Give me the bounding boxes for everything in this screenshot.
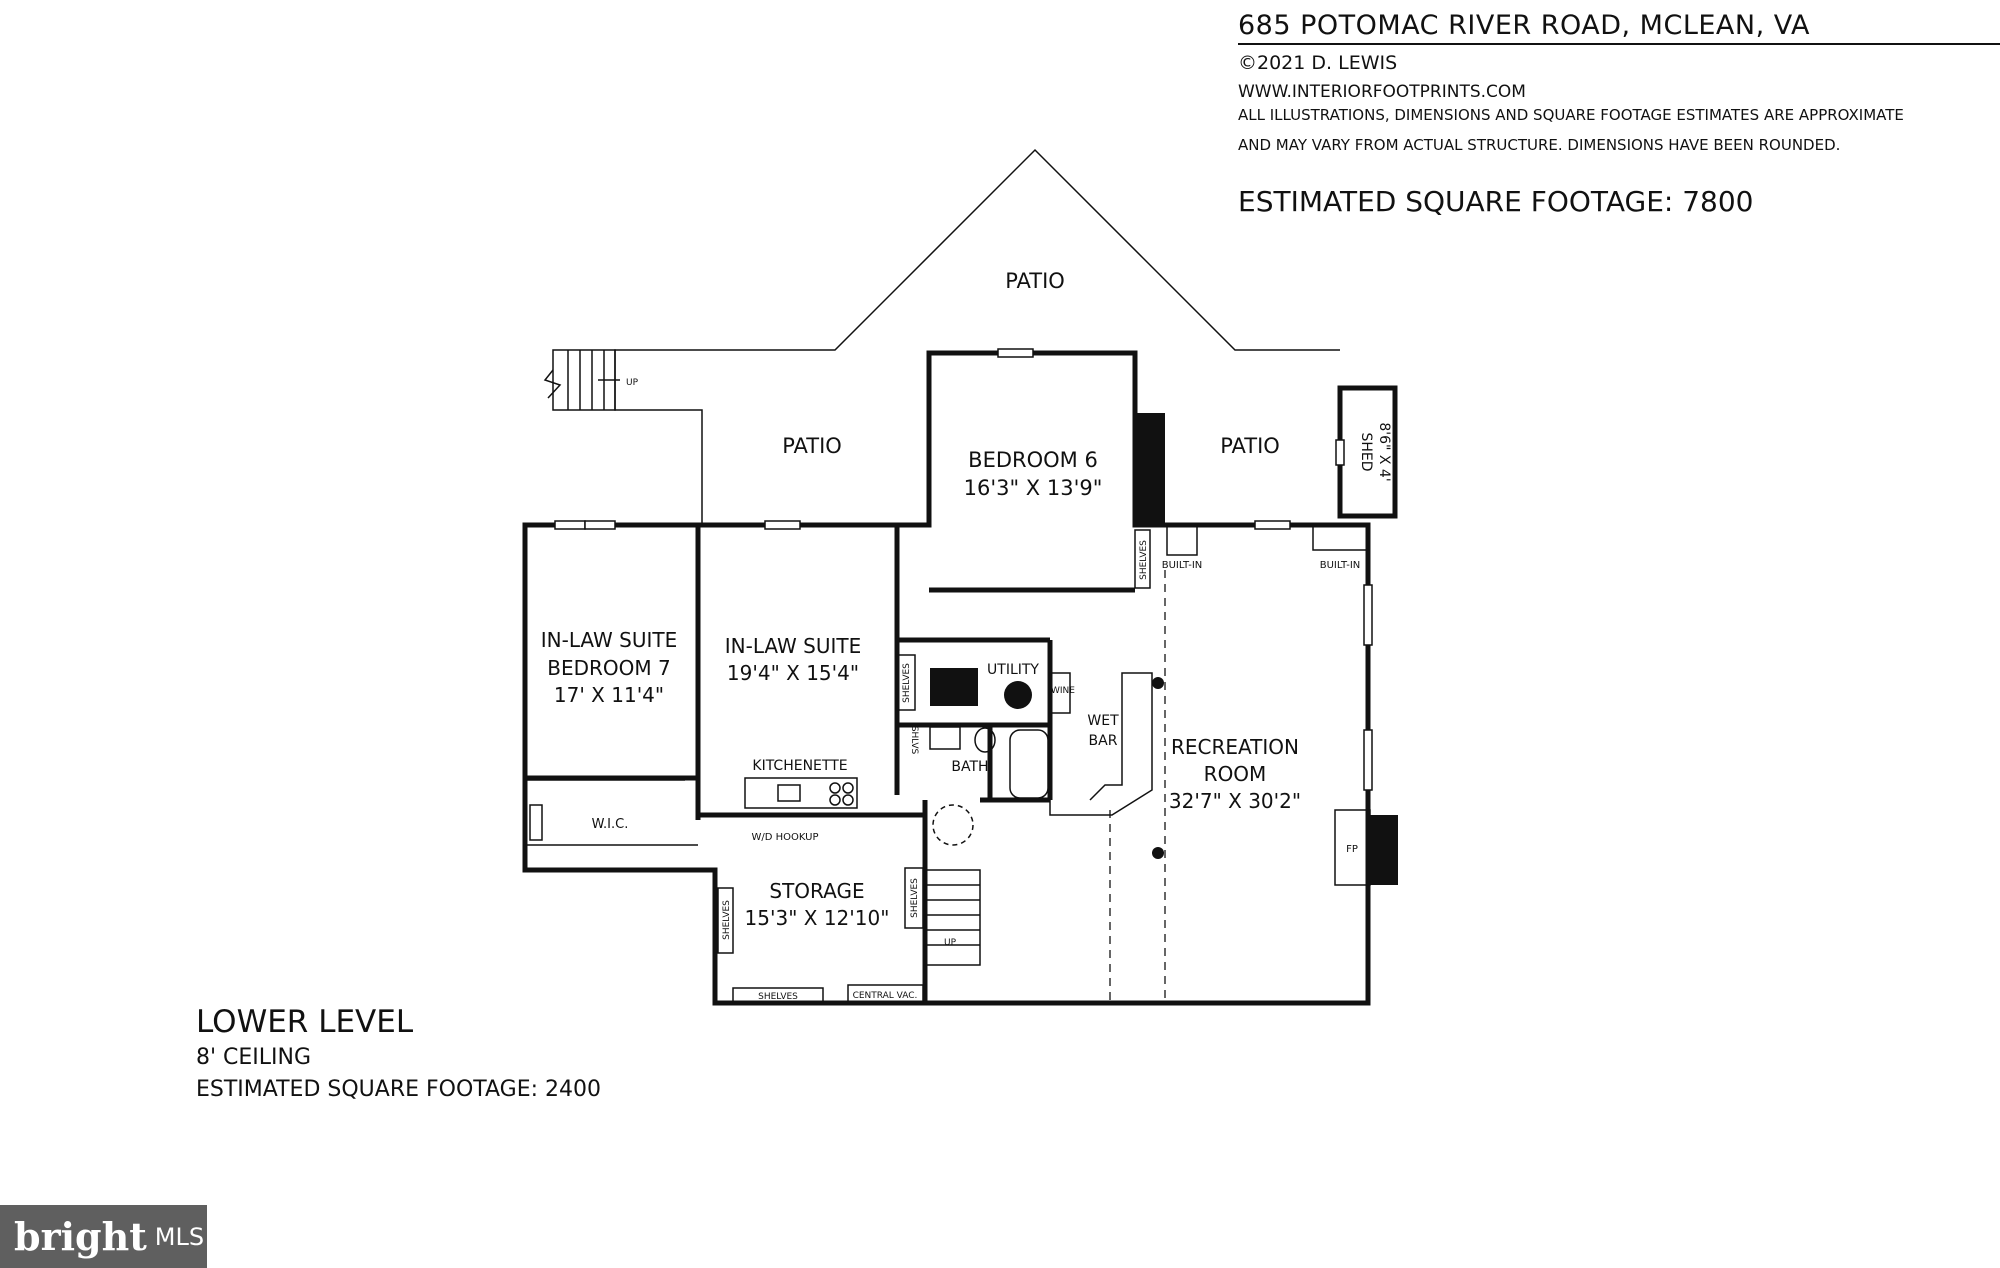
water-heater	[930, 668, 978, 706]
stair-up-label: UP	[944, 938, 957, 948]
built-in-left-label: BUILT-IN	[1162, 560, 1203, 571]
windows	[554, 348, 1373, 791]
interior-walls	[525, 525, 1135, 1003]
inlaw7-label-1: IN-LAW SUITE	[541, 628, 677, 652]
level-square-footage: ESTIMATED SQUARE FOOTAGE: 2400	[196, 1077, 602, 1102]
utility-shelves	[896, 654, 916, 711]
bath-sink	[929, 726, 961, 750]
level-name: LOWER LEVEL	[196, 1004, 414, 1040]
inlaw7-label-2: BEDROOM 7	[547, 656, 670, 680]
bright-logo-text: bright	[14, 1213, 147, 1259]
bedroom6-shelves-label: SHELVES	[1139, 540, 1149, 580]
inlaw7-dimensions: 17' X 11'4"	[554, 683, 664, 707]
wic-shelving	[525, 779, 698, 846]
patio-outline	[614, 148, 1340, 525]
central-vac-label: CENTRAL VAC.	[853, 991, 918, 1001]
shed-dimensions: 8'6" X 4'	[1376, 422, 1392, 481]
header-divider	[1238, 43, 2000, 45]
fireplace-label: FP	[1346, 844, 1358, 855]
mls-logo-text: MLS	[154, 1222, 205, 1251]
recreation-room-label-1: RECREATION	[1171, 735, 1299, 759]
bedroom6-shelves	[1134, 529, 1151, 589]
interior-stair	[924, 804, 981, 966]
website-text: WWW.INTERIORFOOTPRINTS.COM	[1238, 82, 1526, 102]
patio-right-label: PATIO	[1220, 434, 1280, 458]
wet-bar-label-2: BAR	[1089, 733, 1118, 749]
storage-shelves-label: SHELVES	[722, 900, 732, 940]
kitchenette-counter	[744, 777, 858, 809]
total-square-footage: ESTIMATED SQUARE FOOTAGE: 7800	[1238, 185, 1754, 218]
built-in-right-label: BUILT-IN	[1320, 560, 1361, 571]
wd-hookup-label: W/D HOOKUP	[751, 832, 818, 843]
recreation-room-label-2: ROOM	[1204, 762, 1267, 786]
wine-label: WINE	[1051, 686, 1075, 696]
furnace	[1004, 681, 1032, 709]
wet-bar-counter	[1049, 672, 1153, 816]
shlvs-label: SHLVS	[909, 726, 919, 755]
wet-bar-label-1: WET	[1087, 713, 1119, 729]
bathtub	[1009, 729, 1049, 799]
stair-shelves	[904, 867, 924, 929]
recreation-room-dimensions: 32'7" X 30'2"	[1169, 789, 1301, 813]
copyright-text: ©2021 D. LEWIS	[1238, 52, 1398, 74]
column-1	[1152, 677, 1164, 689]
shed-label: SHED	[1358, 432, 1374, 471]
storage-shelves-bottom-label: SHELVES	[758, 992, 798, 1002]
patio-top-label: PATIO	[1005, 269, 1065, 293]
storage-label: STORAGE	[769, 879, 864, 903]
inlaw-suite-label: IN-LAW SUITE	[725, 634, 861, 658]
chimney	[1135, 413, 1165, 525]
level-ceiling: 8' CEILING	[196, 1045, 312, 1070]
fireplace-hearth	[1368, 815, 1398, 885]
bright-mls-watermark: bright MLS	[0, 1205, 207, 1268]
exterior-stair-up-label: UP	[626, 378, 639, 388]
disclaimer-line-1: ALL ILLUSTRATIONS, DIMENSIONS AND SQUARE…	[1238, 106, 1904, 124]
exterior-stair	[543, 349, 620, 411]
utility-label: UTILITY	[987, 662, 1039, 678]
wine-rack	[1049, 672, 1071, 714]
disclaimer-line-2: AND MAY VARY FROM ACTUAL STRUCTURE. DIME…	[1238, 136, 1841, 154]
storage-dimensions: 15'3" X 12'10"	[745, 906, 890, 930]
built-in-left	[1166, 524, 1198, 556]
inlaw-suite-dimensions: 19'4" X 15'4"	[727, 661, 859, 685]
utility-shelves-label: SHELVES	[902, 663, 912, 703]
bedroom6-dimensions: 16'3" X 13'9"	[964, 476, 1103, 500]
stair-shelves-label: SHELVES	[910, 878, 920, 918]
kitchenette-label: KITCHENETTE	[752, 758, 847, 774]
storage-shelves-left	[717, 887, 734, 954]
bath-label: BATH	[951, 759, 988, 775]
property-address: 685 POTOMAC RIVER ROAD, MCLEAN, VA	[1238, 10, 1810, 41]
central-vac	[847, 984, 924, 1004]
wic-label: W.I.C.	[592, 817, 629, 832]
bedroom6-label: BEDROOM 6	[968, 448, 1098, 472]
built-in-right	[1312, 524, 1369, 551]
column-2	[1152, 847, 1164, 859]
patio-left-label: PATIO	[782, 434, 842, 458]
toilet	[974, 727, 996, 753]
storage-shelves-bottom	[732, 987, 824, 1004]
